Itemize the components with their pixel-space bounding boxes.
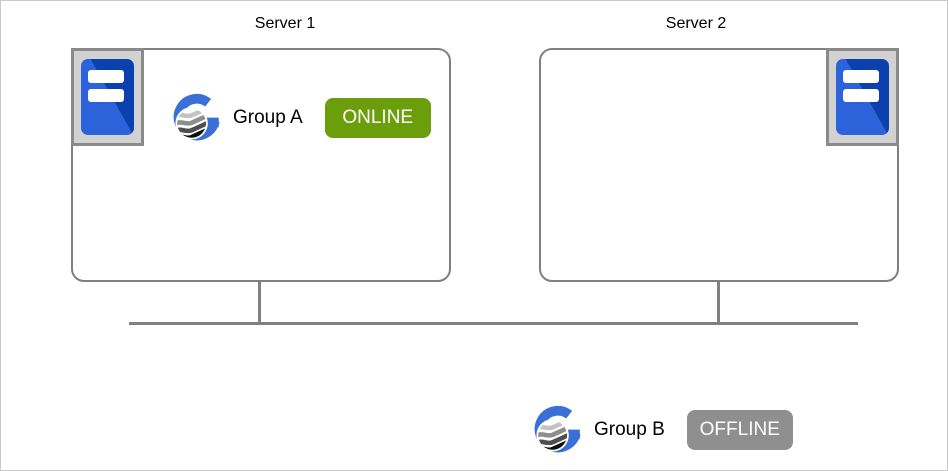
- server2-tower-icon: [826, 48, 899, 146]
- group-a-status-badge: ONLINE: [324, 98, 431, 138]
- server1-title: Server 1: [254, 15, 316, 32]
- group-a-row: Group A ONLINE: [168, 89, 431, 147]
- network-bus-line: [129, 322, 858, 325]
- server2-title: Server 2: [665, 15, 727, 32]
- server2-connector-line: [717, 281, 720, 323]
- group-b-name: Group B: [594, 419, 665, 440]
- cluster-group-globe-g-icon: [529, 401, 585, 459]
- cluster-group-globe-g-icon: [168, 89, 224, 147]
- server1-tower-icon: [71, 48, 144, 146]
- group-b-row: Group B OFFLINE: [529, 401, 793, 459]
- group-a-name: Group A: [233, 107, 303, 128]
- group-b-status-badge: OFFLINE: [686, 410, 793, 450]
- server1-connector-line: [258, 281, 261, 323]
